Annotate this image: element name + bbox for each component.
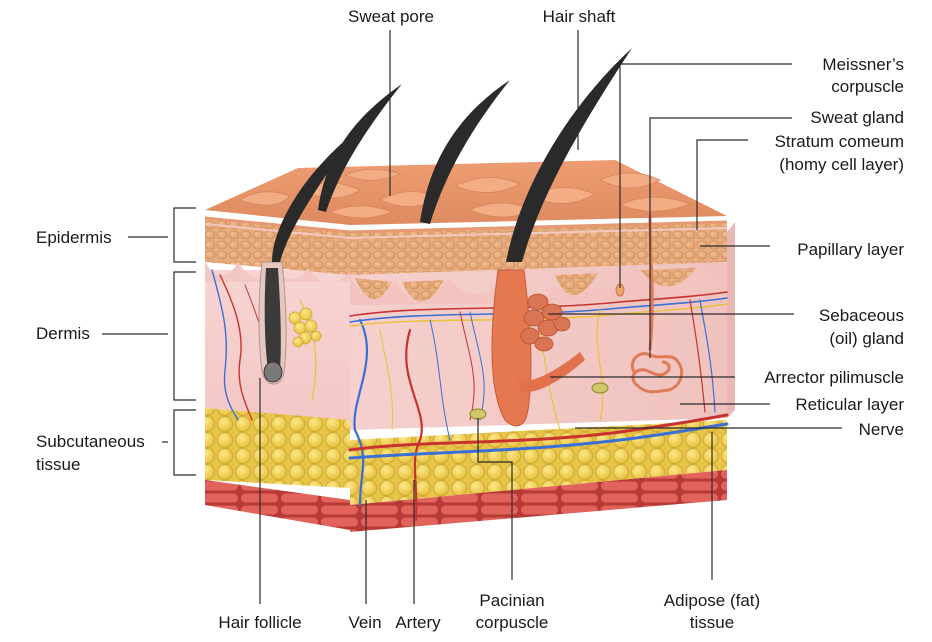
label-subcutaneous-tissue-line2: tissue — [36, 455, 81, 474]
label-arrector-pili-muscle: Arrector pilimuscle — [764, 368, 904, 387]
label-hair-shaft: Hair shaft — [542, 7, 616, 26]
vessels — [211, 269, 729, 522]
block-right-side — [727, 222, 735, 418]
label-stratum-corneum-line1: Stratum comeum — [774, 132, 904, 151]
artery-vessel — [405, 328, 423, 522]
label-sweat-pore: Sweat pore — [348, 7, 434, 26]
label-sweat-gland: Sweat gland — [810, 108, 904, 127]
papillary-line — [204, 223, 728, 240]
label-subcutaneous-tissue-line1: Subcutaneous — [36, 432, 145, 451]
label-adipose-tissue-line1: Adipose (fat) — [663, 591, 761, 610]
label-artery: Artery — [395, 613, 441, 632]
label-hair-follicle: Hair follicle — [218, 613, 302, 632]
label-meissners-corpuscle-line1: Meissner’s — [822, 55, 904, 74]
stratum-layer-line — [204, 216, 728, 234]
hair-follicle-left — [258, 261, 322, 385]
muscle-left — [205, 480, 350, 530]
hair-shaft-2 — [318, 84, 402, 212]
vein-vessel — [353, 318, 369, 507]
label-dermis: Dermis — [36, 324, 90, 343]
fat-right — [350, 420, 727, 505]
leader-lines — [102, 30, 842, 604]
hair-follicle-main — [491, 269, 585, 427]
label-pacinian-corpuscle-line1: Pacinian — [479, 591, 545, 610]
label-vein: Vein — [348, 613, 382, 632]
papillae-right — [350, 262, 727, 305]
label-pacinian-corpuscle-line2: corpuscle — [475, 613, 549, 632]
hair-shaft-1 — [272, 128, 360, 262]
label-nerve: Nerve — [858, 420, 904, 439]
papillae-cells — [355, 268, 696, 302]
label-papillary-layer: Papillary layer — [797, 240, 904, 259]
hair-shaft-main — [506, 48, 632, 262]
muscle-right — [350, 470, 727, 532]
corpuscles — [469, 283, 625, 420]
label-meissners-corpuscle-line2: corpuscle — [831, 77, 904, 96]
label-adipose-tissue-line2: tissue — [689, 613, 735, 632]
label-sebaceous-gland-line1: Sebaceous — [818, 306, 904, 325]
label-reticular-layer: Reticular layer — [795, 395, 904, 414]
label-sebaceous-gland-line2: (oil) gland — [829, 329, 904, 348]
label-epidermis: Epidermis — [36, 228, 112, 247]
label-stratum-corneum-line2: (homy cell layer) — [779, 155, 904, 174]
fat-left — [205, 408, 350, 488]
hair-shaft-3 — [420, 80, 510, 224]
